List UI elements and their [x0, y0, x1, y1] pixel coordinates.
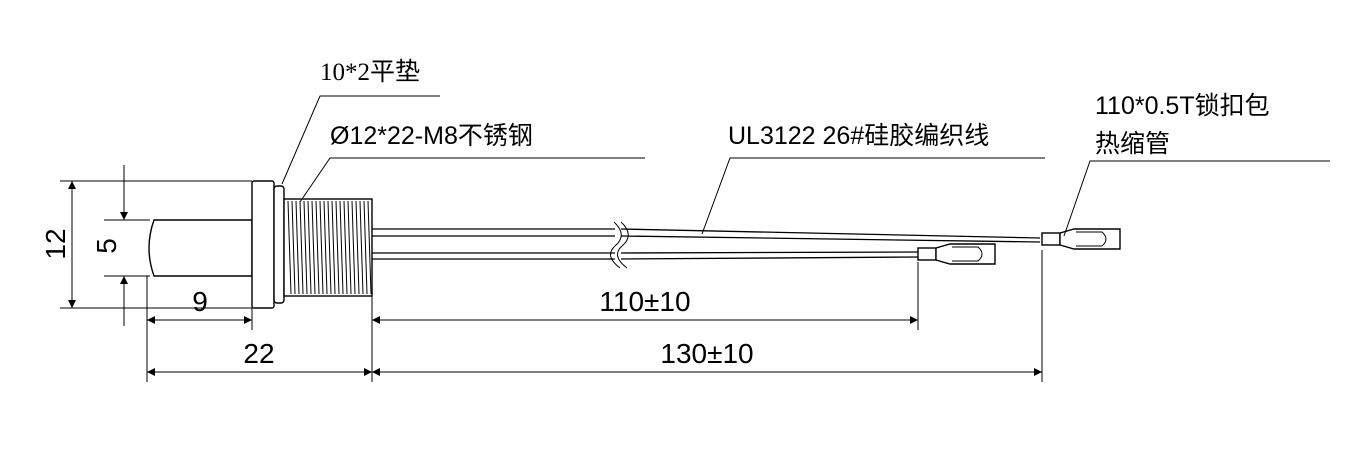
thread-line — [319, 200, 324, 295]
thread-line — [355, 200, 360, 295]
probe-length-dimension: 9 — [192, 286, 208, 317]
washer-flange — [251, 180, 285, 309]
thread-line — [343, 200, 348, 295]
thread-line — [287, 200, 292, 295]
lead-wires — [372, 221, 1041, 269]
thread-line — [359, 200, 364, 295]
washer-callout: 10*2平垫 — [320, 58, 420, 86]
thread-line — [303, 200, 308, 295]
probe-tip — [148, 219, 253, 277]
thread-line — [327, 200, 332, 295]
thread-line — [335, 200, 340, 295]
thread-line — [307, 200, 312, 295]
fitting-length-dimension: 22 — [243, 338, 274, 369]
thread-line — [315, 200, 320, 295]
thread-line — [331, 200, 336, 295]
thread-line — [291, 200, 296, 295]
short-lead-dimension: 110±10 — [599, 286, 690, 317]
thread-line — [295, 200, 300, 295]
probe-diameter-dimension: 5 — [91, 238, 122, 254]
thread-line — [299, 200, 304, 295]
thread-line — [367, 200, 372, 295]
long-lead-terminal — [1041, 228, 1121, 250]
dimension-lines — [60, 165, 1043, 382]
short-lead-terminal — [917, 243, 996, 265]
long-lead-dimension: 130±10 — [660, 338, 753, 369]
thread-line — [363, 200, 368, 295]
thread-line — [339, 200, 344, 295]
thread-line — [347, 200, 352, 295]
sleeve-callout-line2: 热缩管 — [1095, 130, 1170, 158]
sleeve-callout-line1: 110*0.5T锁扣包 — [1095, 92, 1270, 120]
outer-diameter-dimension: 12 — [40, 228, 71, 259]
wire-callout: UL3122 26#硅胶编织线 — [728, 122, 989, 150]
threaded-fitting — [283, 198, 373, 297]
thread-line — [323, 200, 328, 295]
callout-leaders — [281, 95, 1330, 237]
thread-line — [351, 200, 356, 295]
fitting-callout: Ø12*22-M8不锈钢 — [330, 122, 533, 150]
thread-line — [311, 200, 316, 295]
